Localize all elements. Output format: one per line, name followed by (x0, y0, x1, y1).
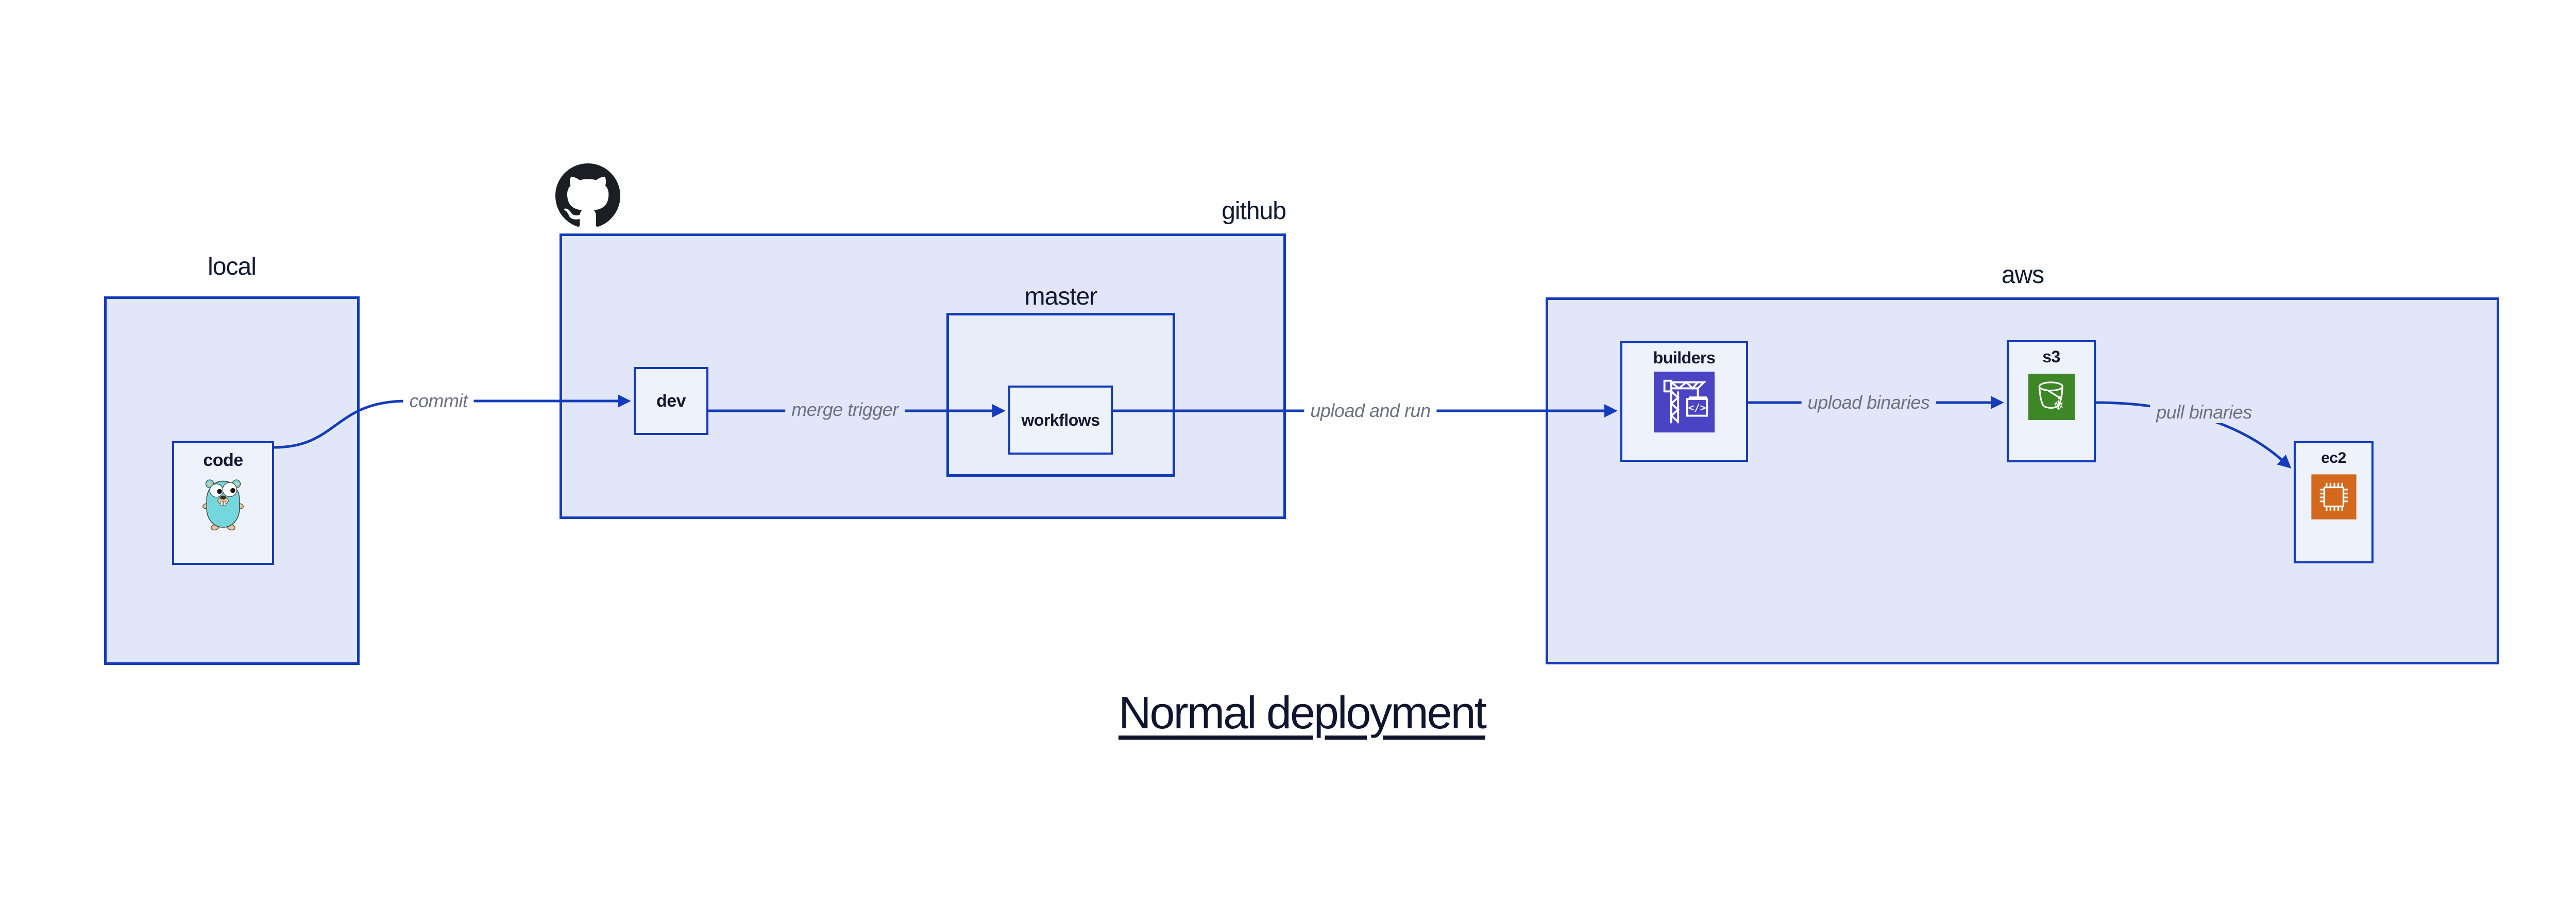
dev-node: dev (634, 367, 708, 435)
s3-bucket-icon: ❄ (2028, 374, 2075, 420)
s3-node-label: s3 (2042, 347, 2060, 366)
s3-node: s3 ❄ (2007, 340, 2096, 462)
diagram-title-text: Normal deployment (1118, 687, 1487, 738)
commit-edge-label: commit (403, 390, 474, 412)
codebuild-crane-icon: </> (1654, 372, 1715, 432)
builders-node: builders </> (1620, 341, 1748, 462)
local-group-label: local (208, 253, 257, 280)
codebuild-glyph: </> (1688, 402, 1706, 414)
merge-trigger-edge-label: merge trigger (785, 399, 905, 421)
code-node-label: code (203, 450, 243, 470)
code-node: code (172, 441, 274, 565)
ec2-node-label: ec2 (2321, 449, 2346, 466)
upload-binaries-edge-label: upload binaries (1801, 392, 1936, 413)
pull-binaries-edge-label: pull binaries (2150, 402, 2258, 423)
go-gopher-icon (202, 479, 244, 531)
ec2-chip-icon (2311, 474, 2357, 520)
s3-snowflake-glyph: ❄ (2053, 399, 2064, 413)
github-octocat-logo-icon (555, 163, 620, 227)
upload-and-run-edge-label: upload and run (1304, 400, 1437, 422)
dev-node-label: dev (656, 391, 686, 411)
github-group-label: github (1222, 197, 1286, 225)
aws-group-label: aws (2001, 261, 2044, 289)
builders-node-label: builders (1653, 348, 1716, 367)
master-group-label: master (1024, 283, 1098, 310)
ec2-node: ec2 (2294, 441, 2374, 563)
diagram-title: Normal deployment (0, 687, 2576, 739)
workflows-node: workflows (1008, 386, 1113, 455)
workflows-node-label: workflows (1021, 410, 1100, 429)
